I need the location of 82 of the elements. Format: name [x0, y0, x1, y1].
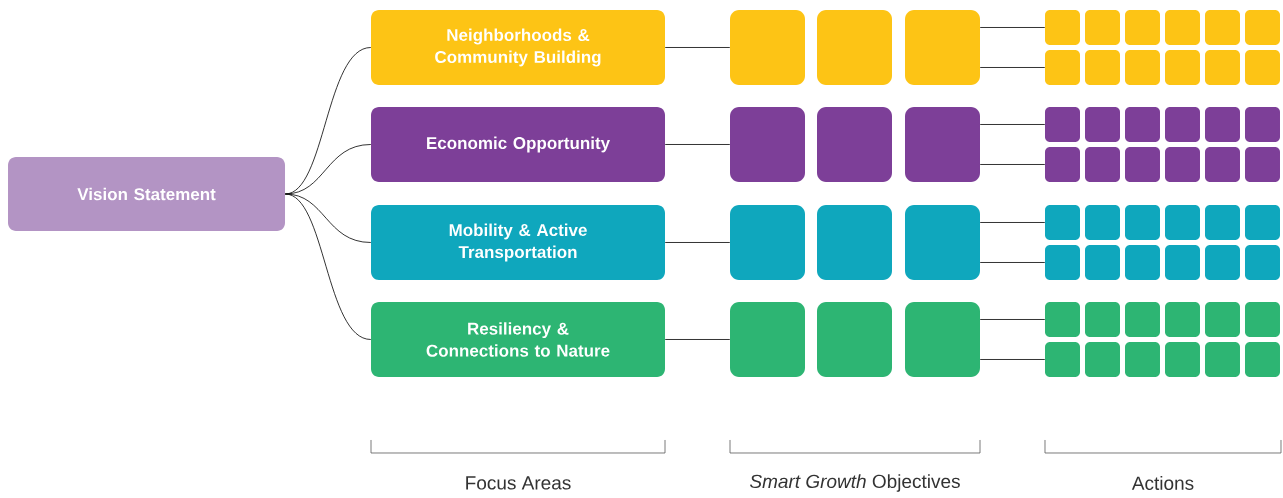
objective-box	[905, 10, 980, 85]
connector-line	[979, 164, 1046, 165]
connector-line	[979, 222, 1046, 223]
focus-area-box: Resiliency & Connections to Nature	[371, 302, 665, 377]
connector-line	[979, 67, 1046, 68]
action-box	[1205, 50, 1240, 85]
action-box	[1045, 10, 1080, 45]
focus-area-box: Economic Opportunity	[371, 107, 665, 182]
action-box	[1205, 107, 1240, 142]
action-box	[1165, 50, 1200, 85]
action-box	[1085, 205, 1120, 240]
connector-line	[664, 144, 731, 145]
column-label: Focus Areas	[466, 476, 571, 490]
action-box	[1125, 50, 1160, 85]
connector-line	[979, 319, 1046, 320]
action-box	[1125, 10, 1160, 45]
connector-line	[979, 27, 1046, 28]
action-box	[1085, 107, 1120, 142]
action-box	[1245, 342, 1280, 377]
column-label: Smart Growth Objectives	[749, 474, 960, 492]
action-box	[1205, 10, 1240, 45]
vision-box: Vision Statement	[8, 157, 285, 231]
objective-box	[817, 302, 892, 377]
action-box	[1165, 205, 1200, 240]
connector-line	[664, 339, 731, 340]
connector-line	[979, 359, 1046, 360]
action-box	[1125, 205, 1160, 240]
action-box	[1165, 107, 1200, 142]
action-box	[1165, 245, 1200, 280]
action-box	[1245, 302, 1280, 337]
connector-line	[664, 242, 731, 243]
action-box	[1245, 205, 1280, 240]
objective-box	[817, 10, 892, 85]
focus-area-box: Neighborhoods & Community Building	[371, 10, 665, 85]
objective-box	[905, 302, 980, 377]
action-box	[1165, 10, 1200, 45]
action-box	[1045, 147, 1080, 182]
action-box	[1205, 245, 1240, 280]
action-box	[1085, 147, 1120, 182]
action-box	[1205, 205, 1240, 240]
connector-line	[284, 193, 372, 340]
action-box	[1245, 10, 1280, 45]
action-box	[1045, 302, 1080, 337]
action-box	[1045, 342, 1080, 377]
connector-line	[979, 262, 1046, 263]
objective-box	[817, 107, 892, 182]
action-box	[1085, 10, 1120, 45]
action-box	[1085, 302, 1120, 337]
action-box	[1085, 50, 1120, 85]
connector-line	[284, 193, 372, 243]
action-box	[1245, 107, 1280, 142]
column-label: Actions	[1131, 476, 1194, 490]
action-box	[1205, 342, 1240, 377]
objective-box	[730, 302, 805, 377]
action-box	[1085, 245, 1120, 280]
action-box	[1045, 50, 1080, 85]
action-box	[1125, 342, 1160, 377]
action-box	[1045, 205, 1080, 240]
objective-box	[905, 107, 980, 182]
action-box	[1125, 147, 1160, 182]
action-box	[1245, 147, 1280, 182]
action-box	[1125, 107, 1160, 142]
action-box	[1085, 342, 1120, 377]
objective-box	[730, 107, 805, 182]
objective-box	[905, 205, 980, 280]
action-box	[1045, 107, 1080, 142]
action-box	[1125, 302, 1160, 337]
focus-area-box: Mobility & Active Transportation	[371, 205, 665, 280]
objective-box	[817, 205, 892, 280]
action-box	[1165, 342, 1200, 377]
action-box	[1045, 245, 1080, 280]
objective-box	[730, 10, 805, 85]
action-box	[1165, 147, 1200, 182]
action-box	[1205, 302, 1240, 337]
action-box	[1245, 245, 1280, 280]
action-box	[1125, 245, 1160, 280]
objective-box	[730, 205, 805, 280]
action-box	[1165, 302, 1200, 337]
action-box	[1205, 147, 1240, 182]
action-box	[1245, 50, 1280, 85]
connector-line	[664, 47, 731, 48]
connector-line	[979, 124, 1046, 125]
